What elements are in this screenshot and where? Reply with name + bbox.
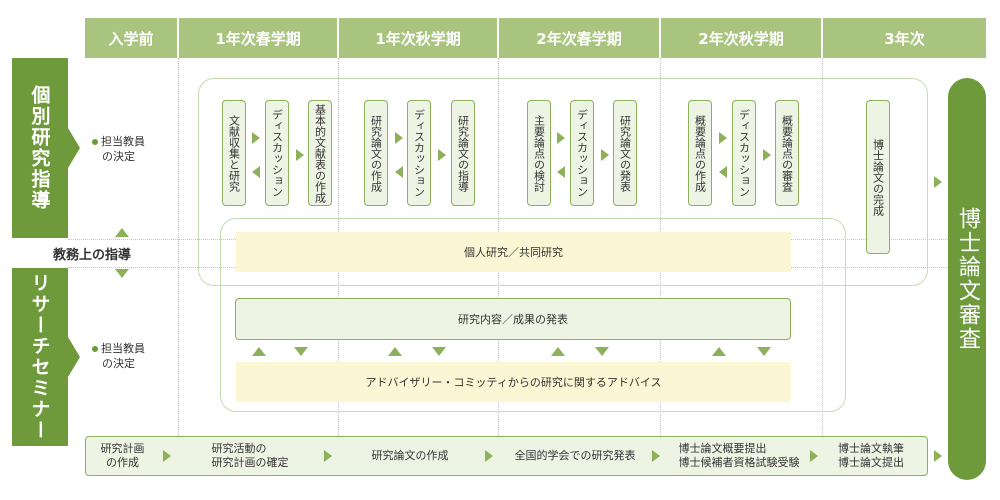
side-arrow-bottom — [68, 337, 80, 377]
final-dissertation-review: 博士論文審査 — [948, 78, 986, 480]
arrow-right-icon — [652, 450, 660, 462]
bottom-step-plan-confirm: 研究活動の研究計画の確定 — [211, 442, 289, 469]
step-outline-draft: 概要論点の作成 — [688, 100, 712, 206]
step-dissertation-complete: 博士論文の完成 — [866, 100, 890, 254]
arrow-right-icon — [252, 132, 260, 144]
arrow-down-icon — [294, 347, 308, 356]
arrow-right-icon — [296, 149, 304, 161]
bottom-step-conference: 全国的学会での研究発表 — [514, 449, 636, 462]
bottom-step-dissertation: 博士論文執筆博士論文提出 — [838, 442, 904, 469]
header-col-pre: 入学前 — [85, 18, 177, 58]
arrow-right-icon — [719, 132, 727, 144]
arrow-right-icon — [324, 450, 332, 462]
side-label-academic: 教務上の指導 — [12, 240, 172, 267]
arrow-right-icon — [485, 450, 493, 462]
header-col-y2-fall: 2年次秋学期 — [661, 18, 821, 58]
band-individual-research: 個人研究／共同研究 — [236, 232, 791, 272]
step-discussion-4: ディスカッション — [732, 100, 756, 206]
arrow-left-icon — [252, 166, 260, 178]
step-paper-presentation: 研究論文の発表 — [613, 100, 637, 206]
arrow-up-icon — [551, 347, 565, 356]
bottom-timeline-bar — [85, 436, 928, 476]
arrow-right-icon — [601, 149, 609, 161]
step-paper-guidance: 研究論文の指導 — [451, 100, 475, 206]
arrow-right-icon — [763, 149, 771, 161]
arrow-right-icon — [934, 450, 942, 462]
arrow-left-icon — [395, 166, 403, 178]
arrow-right-icon — [934, 176, 942, 188]
arrow-down-icon — [115, 269, 129, 278]
step-outline-review: 概要論点の審査 — [775, 100, 799, 206]
step-discussion-1: ディスカッション — [265, 100, 289, 206]
outline-individual — [198, 78, 928, 286]
outline-seminar — [220, 218, 846, 412]
arrow-down-icon — [432, 347, 446, 356]
arrow-right-icon — [810, 450, 818, 462]
side-label-seminar: リサーチセミナー — [12, 268, 68, 446]
arrow-up-icon — [252, 347, 266, 356]
step-discussion-3: ディスカッション — [570, 100, 594, 206]
arrow-down-icon — [595, 347, 609, 356]
header-col-y1-spring: 1年次春学期 — [179, 18, 337, 58]
side-arrow-top — [68, 128, 80, 168]
arrow-up-icon — [115, 228, 129, 237]
bottom-step-paper: 研究論文の作成 — [371, 449, 449, 462]
advisor-note-bottom: 担当教員 の決定 — [92, 341, 145, 371]
side-label-individual: 個別研究指導 — [12, 58, 68, 238]
bottom-step-plan: 研究計画の作成 — [100, 442, 145, 469]
header-col-y2-spring: 2年次春学期 — [499, 18, 659, 58]
header-col-y1-fall: 1年次秋学期 — [339, 18, 497, 58]
header-col-y3: 3年次 — [823, 18, 986, 58]
advisor-note-top: 担当教員 の決定 — [92, 134, 145, 164]
arrow-up-icon — [388, 347, 402, 356]
step-bibliography: 基本的文献表の作成 — [308, 100, 332, 206]
arrow-up-icon — [712, 347, 726, 356]
arrow-right-icon — [438, 149, 446, 161]
arrow-down-icon — [757, 347, 771, 356]
arrow-left-icon — [557, 166, 565, 178]
bottom-step-outline-exam: 博士論文概要提出博士候補者資格試験受験 — [678, 442, 800, 469]
band-presentation: 研究内容／成果の発表 — [235, 298, 791, 340]
step-literature: 文献収集と研究 — [222, 100, 246, 206]
arrow-right-icon — [395, 132, 403, 144]
step-paper-draft: 研究論文の作成 — [364, 100, 388, 206]
band-advisory: アドバイザリー・コミッティからの研究に関するアドバイス — [236, 362, 791, 402]
arrow-right-icon — [557, 132, 565, 144]
step-key-issues: 主要論点の検討 — [527, 100, 551, 206]
arrow-left-icon — [719, 166, 727, 178]
arrow-right-icon — [163, 450, 171, 462]
step-discussion-2: ディスカッション — [407, 100, 431, 206]
